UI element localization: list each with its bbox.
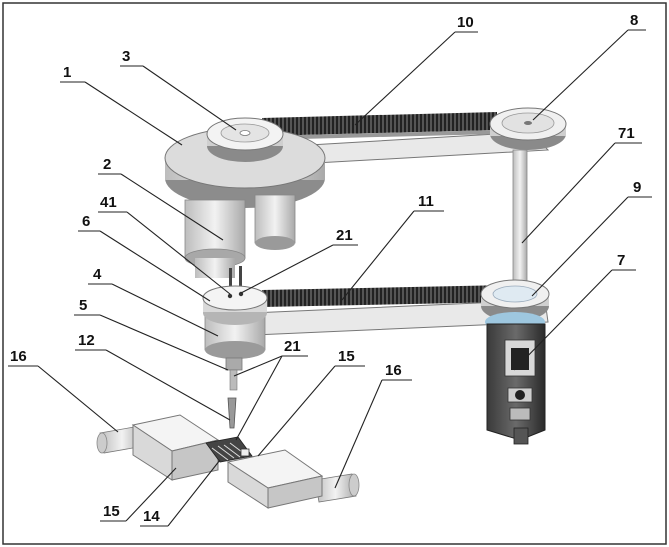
blocks-15	[131, 414, 324, 509]
callout-16-right: 16	[385, 362, 402, 379]
callout-4: 4	[93, 266, 102, 283]
callout-21-upper: 21	[336, 227, 353, 244]
pulley-8	[489, 107, 567, 150]
callout-5: 5	[79, 297, 87, 314]
callout-8: 8	[630, 12, 638, 29]
callout-15-right: 15	[338, 348, 355, 365]
lower-timing-belt	[204, 285, 549, 338]
upper-timing-belt	[257, 112, 550, 167]
callout-1: 1	[63, 64, 71, 81]
callout-21-lower: 21	[284, 338, 301, 355]
callout-16-left: 16	[10, 348, 27, 365]
callout-9: 9	[633, 179, 641, 196]
pulley-9	[480, 279, 550, 321]
callout-3: 3	[122, 48, 130, 65]
tool-12	[227, 397, 237, 429]
pulley-6-and-body-4	[202, 285, 268, 391]
callout-10: 10	[457, 14, 474, 31]
callout-41: 41	[100, 194, 117, 211]
callout-14: 14	[143, 508, 160, 525]
shaft-71	[512, 149, 528, 291]
callout-7: 7	[617, 252, 625, 269]
cylinder-2	[184, 194, 296, 294]
component-14	[205, 436, 253, 463]
callout-2: 2	[103, 156, 111, 173]
callout-12: 12	[78, 332, 95, 349]
pulley-3	[206, 117, 284, 162]
callout-11: 11	[418, 193, 434, 210]
callout-6: 6	[82, 213, 90, 230]
callout-labels: 1 3 10 8 71 2 41 6 21 11 9 7 4 5 12 16 2…	[10, 12, 641, 525]
leader-lines	[8, 29, 652, 527]
callout-71: 71	[618, 125, 635, 142]
motor-7	[485, 312, 546, 445]
callout-15-bottom: 15	[103, 503, 120, 520]
